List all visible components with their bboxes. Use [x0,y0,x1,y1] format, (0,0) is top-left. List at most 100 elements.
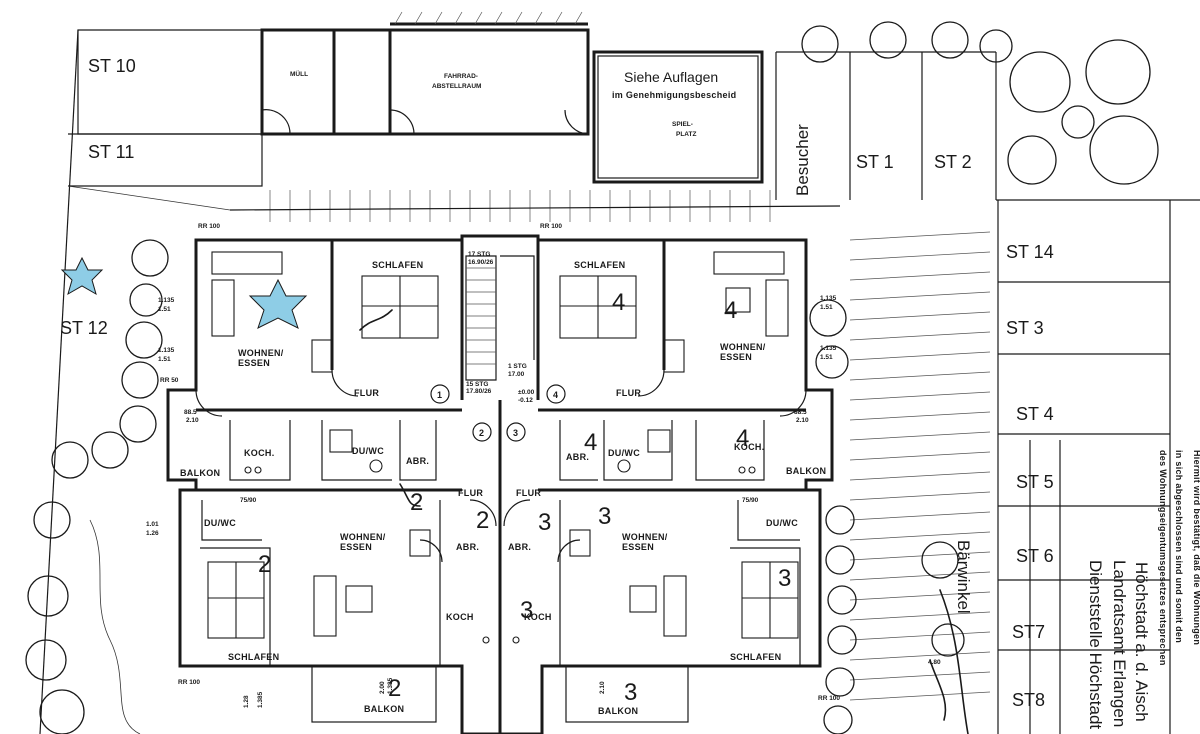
dimension-label: 1.28 [243,695,250,708]
unit-number-badge: 1 [430,384,450,404]
storage-label: ABR. [406,456,429,466]
bedroom-label: SCHLAFEN [372,260,423,270]
svg-text:Hiermit wird bestätigt, daß di: Hiermit wird bestätigt, daß die Wohnunge… [1192,450,1200,645]
street-name-label: Bärwinkel [954,540,973,614]
parking-st3-label: ST 3 [1006,318,1044,338]
living-label-2: ESSEN [238,358,270,368]
dimension-label: 1.135 [158,347,175,354]
dimension-label: 1.135 [820,345,837,352]
kitchen-label: KOCH. [244,448,275,458]
hall-label: FLUR [516,488,541,498]
living-label-1: WOHNEN/ [622,532,668,542]
handwritten-number: 4 [736,425,749,452]
parking-st8-label: ST8 [1012,690,1045,710]
hall-label: FLUR [616,388,641,398]
approval-stamp: Hiermit wird bestätigt, daß die Wohnunge… [1086,450,1200,729]
dimension-label: 2.10 [186,417,199,424]
parking-st4-label: ST 4 [1016,404,1054,424]
hall-label: FLUR [458,488,483,498]
dimension-label: 2.10 [796,417,809,424]
handwritten-number: 3 [538,509,551,536]
kitchen-label: KOCH [446,612,474,622]
parking-st11-label: ST 11 [88,142,134,162]
dimension-label: 88.5 [794,409,807,416]
stair-note: 1 STG [508,363,527,370]
parking-st12-label: ST 12 [60,318,108,338]
bath-label: DU/WC [608,448,640,458]
building-outline [166,234,834,734]
unit-number-badge: 4 [546,384,566,404]
parking-st7-label: ST7 [1012,622,1045,642]
playground-label-2: PLATZ [676,131,696,138]
dimension-label: 88.5 [184,409,197,416]
stair-note: 17.80/26 [466,388,492,395]
living-label-2: ESSEN [720,352,752,362]
storage-label: ABR. [566,452,589,462]
living-label-1: WOHNEN/ [340,532,386,542]
unit-number-badge: 3 [506,422,526,442]
bath-label: DU/WC [352,446,384,456]
svg-text:Höchstadt a. d. Aisch: Höchstadt a. d. Aisch [1132,562,1151,722]
dimension-label: RR 100 [178,679,200,686]
hall-label: FLUR [354,388,379,398]
handwritten-number: 4 [724,297,737,324]
star-marker-icon [248,278,308,329]
handwritten-number: 2 [388,675,401,702]
trees-vegetation [25,21,1159,734]
dimension-label: 2.00 [379,681,386,694]
living-label-2: ESSEN [622,542,654,552]
playground-label-1: SPIEL- [672,121,693,128]
dimension-label: 1.135 [820,295,837,302]
outbuildings [39,11,997,734]
dimension-label: RR 50 [160,377,179,384]
living-label-2: ESSEN [340,542,372,552]
handwritten-number: 3 [598,503,611,530]
bath-label: DU/WC [204,518,236,528]
level-note: ±0.00 [518,389,535,396]
stair-note: 17.00 [508,371,525,378]
handwritten-number: 2 [410,489,423,516]
balcony-label: BALKON [786,466,826,476]
dimension-label: 1.26 [146,530,159,537]
parking-st14-label: ST 14 [1006,242,1054,262]
parking-st6-label: ST 6 [1016,546,1054,566]
stair-note: 16.90/26 [468,259,494,266]
dimension-label: 1.51 [820,304,833,311]
handwritten-number: 2 [476,507,489,534]
dimension-label: 1.01 [146,521,159,528]
waste-room-label: MÜLL [290,69,308,78]
parking-st2-label: ST 2 [934,152,972,172]
bedroom-label: SCHLAFEN [228,652,279,662]
handwritten-number: 3 [778,565,791,592]
parking-st1-label: ST 1 [856,152,894,172]
dimension-label: 4.80 [928,659,941,666]
dimension-label: 75/90 [742,497,759,504]
notice-label-1: Siehe Auflagen [624,69,718,85]
dimension-label: 2.10 [599,681,606,694]
bike-room-label-2: ABSTELLRAUM [432,83,481,90]
parking-st5-label: ST 5 [1016,472,1054,492]
svg-text:2: 2 [479,428,484,438]
dimension-label: 1.385 [387,677,394,694]
star-marker-icon [60,256,104,296]
kitchen-label: KOCH [524,612,552,622]
dimension-label: 75/90 [240,497,257,504]
dimension-label: 1.51 [158,356,171,363]
svg-text:1: 1 [437,390,442,400]
svg-text:4: 4 [553,390,558,400]
balcony-label: BALKON [598,706,638,716]
living-label-1: WOHNEN/ [720,342,766,352]
handwritten-number: 3 [624,679,637,706]
unit-number-badge: 2 [472,422,492,442]
dimension-label: 1.51 [158,306,171,313]
handwritten-number: 4 [584,429,597,456]
stair-note: 17 STG [468,251,490,258]
dimension-label: 1.385 [257,691,264,708]
storage-label: ABR. [508,542,531,552]
handwritten-number: 2 [258,551,271,578]
stair-note: 15 STG [466,381,488,388]
handwritten-number: 3 [520,597,533,624]
parking-st10-label: ST 10 [88,56,136,76]
